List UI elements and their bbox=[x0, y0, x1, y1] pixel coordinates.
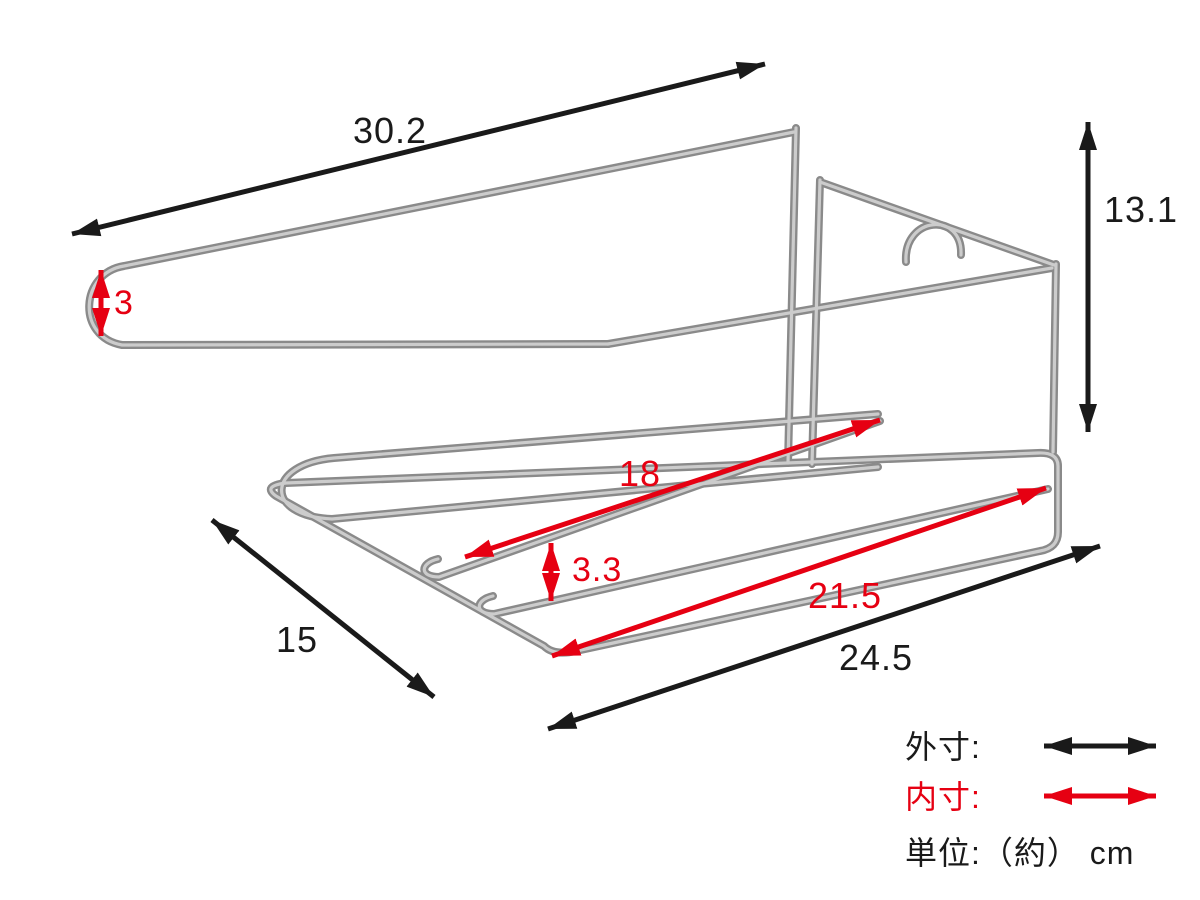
inner-dimensions: 3 18 3.3 21.5 bbox=[92, 270, 1047, 659]
dim-arrow-inner-bottom bbox=[551, 485, 1047, 659]
dim-base-depth: 15 bbox=[210, 518, 436, 699]
dim-label-inner-bottom: 21.5 bbox=[808, 575, 882, 616]
legend-inner-label: 内寸: bbox=[905, 779, 981, 815]
dim-label-side-height: 13.1 bbox=[1104, 189, 1178, 230]
dim-label-base-width: 24.5 bbox=[839, 637, 913, 678]
dim-hook-height: 3 bbox=[92, 270, 134, 336]
legend: 外寸: 内寸: 単位:（約） cm bbox=[905, 729, 1156, 871]
dim-top-width: 30.2 bbox=[71, 61, 766, 237]
dim-arrow-base-depth bbox=[210, 518, 436, 699]
dim-label-inner-gap: 3.3 bbox=[572, 551, 622, 589]
legend-unit-label: 単位:（約） cm bbox=[905, 835, 1134, 871]
dim-label-inner-top: 18 bbox=[619, 453, 661, 494]
dim-label-hook-height: 3 bbox=[114, 284, 134, 322]
legend-outer-label: 外寸: bbox=[905, 729, 981, 765]
dim-side-height: 13.1 bbox=[1079, 122, 1178, 432]
dim-arrow-top-width bbox=[71, 61, 766, 237]
dim-inner-bottom-length: 21.5 bbox=[551, 485, 1047, 659]
dim-label-base-depth: 15 bbox=[276, 619, 318, 660]
dim-label-top-width: 30.2 bbox=[353, 110, 427, 151]
